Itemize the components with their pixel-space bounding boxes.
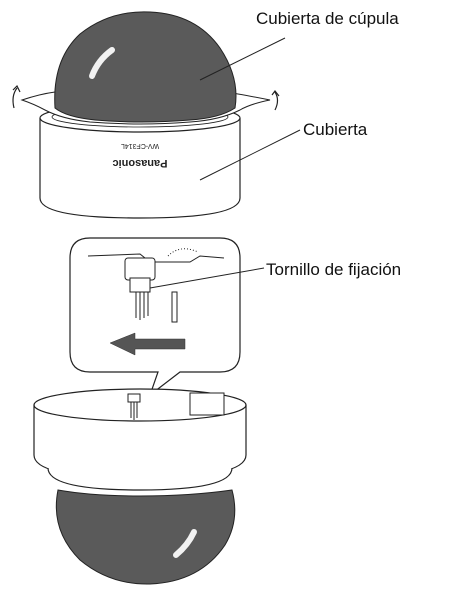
base-screw-head [127,393,141,403]
dome-highlight [89,47,115,79]
top-camera-assembly: WV-CF314L Panasonic [12,11,301,219]
leader-fixing-screw [149,267,265,289]
screw-head [129,277,151,293]
dome-cover-shape [54,11,237,123]
base-lower-rim [47,467,233,491]
label-fixing-screw: Tornillo de fijación [266,260,402,279]
label-cover: Cubierta [303,120,368,139]
rotate-right-arrowhead [271,90,280,97]
guide-rail [171,291,178,323]
leader-cover [199,129,301,181]
bottom-camera-base [33,388,247,585]
callout-bubble [69,237,241,397]
brand-marking: Panasonic [112,157,167,169]
screw-housing [124,257,156,281]
direction-arrow [109,332,186,356]
cover-markings: WV-CF314L Panasonic [112,142,167,169]
lower-dome [55,489,236,585]
gear-arc [167,248,199,257]
leader-dome-cover [199,37,286,81]
zoom-callout [69,237,265,397]
base-side-window [189,392,225,416]
model-marking: WV-CF314L [121,142,159,149]
rotate-left-arrowhead [12,84,21,93]
rotate-right-arrow [274,91,279,111]
label-dome-cover: Cubierta de cúpula [256,9,399,28]
cover-body [39,118,241,219]
mechanism-plate [87,253,225,263]
rotate-left-arrow [12,87,18,109]
lower-dome-highlight [173,529,197,558]
